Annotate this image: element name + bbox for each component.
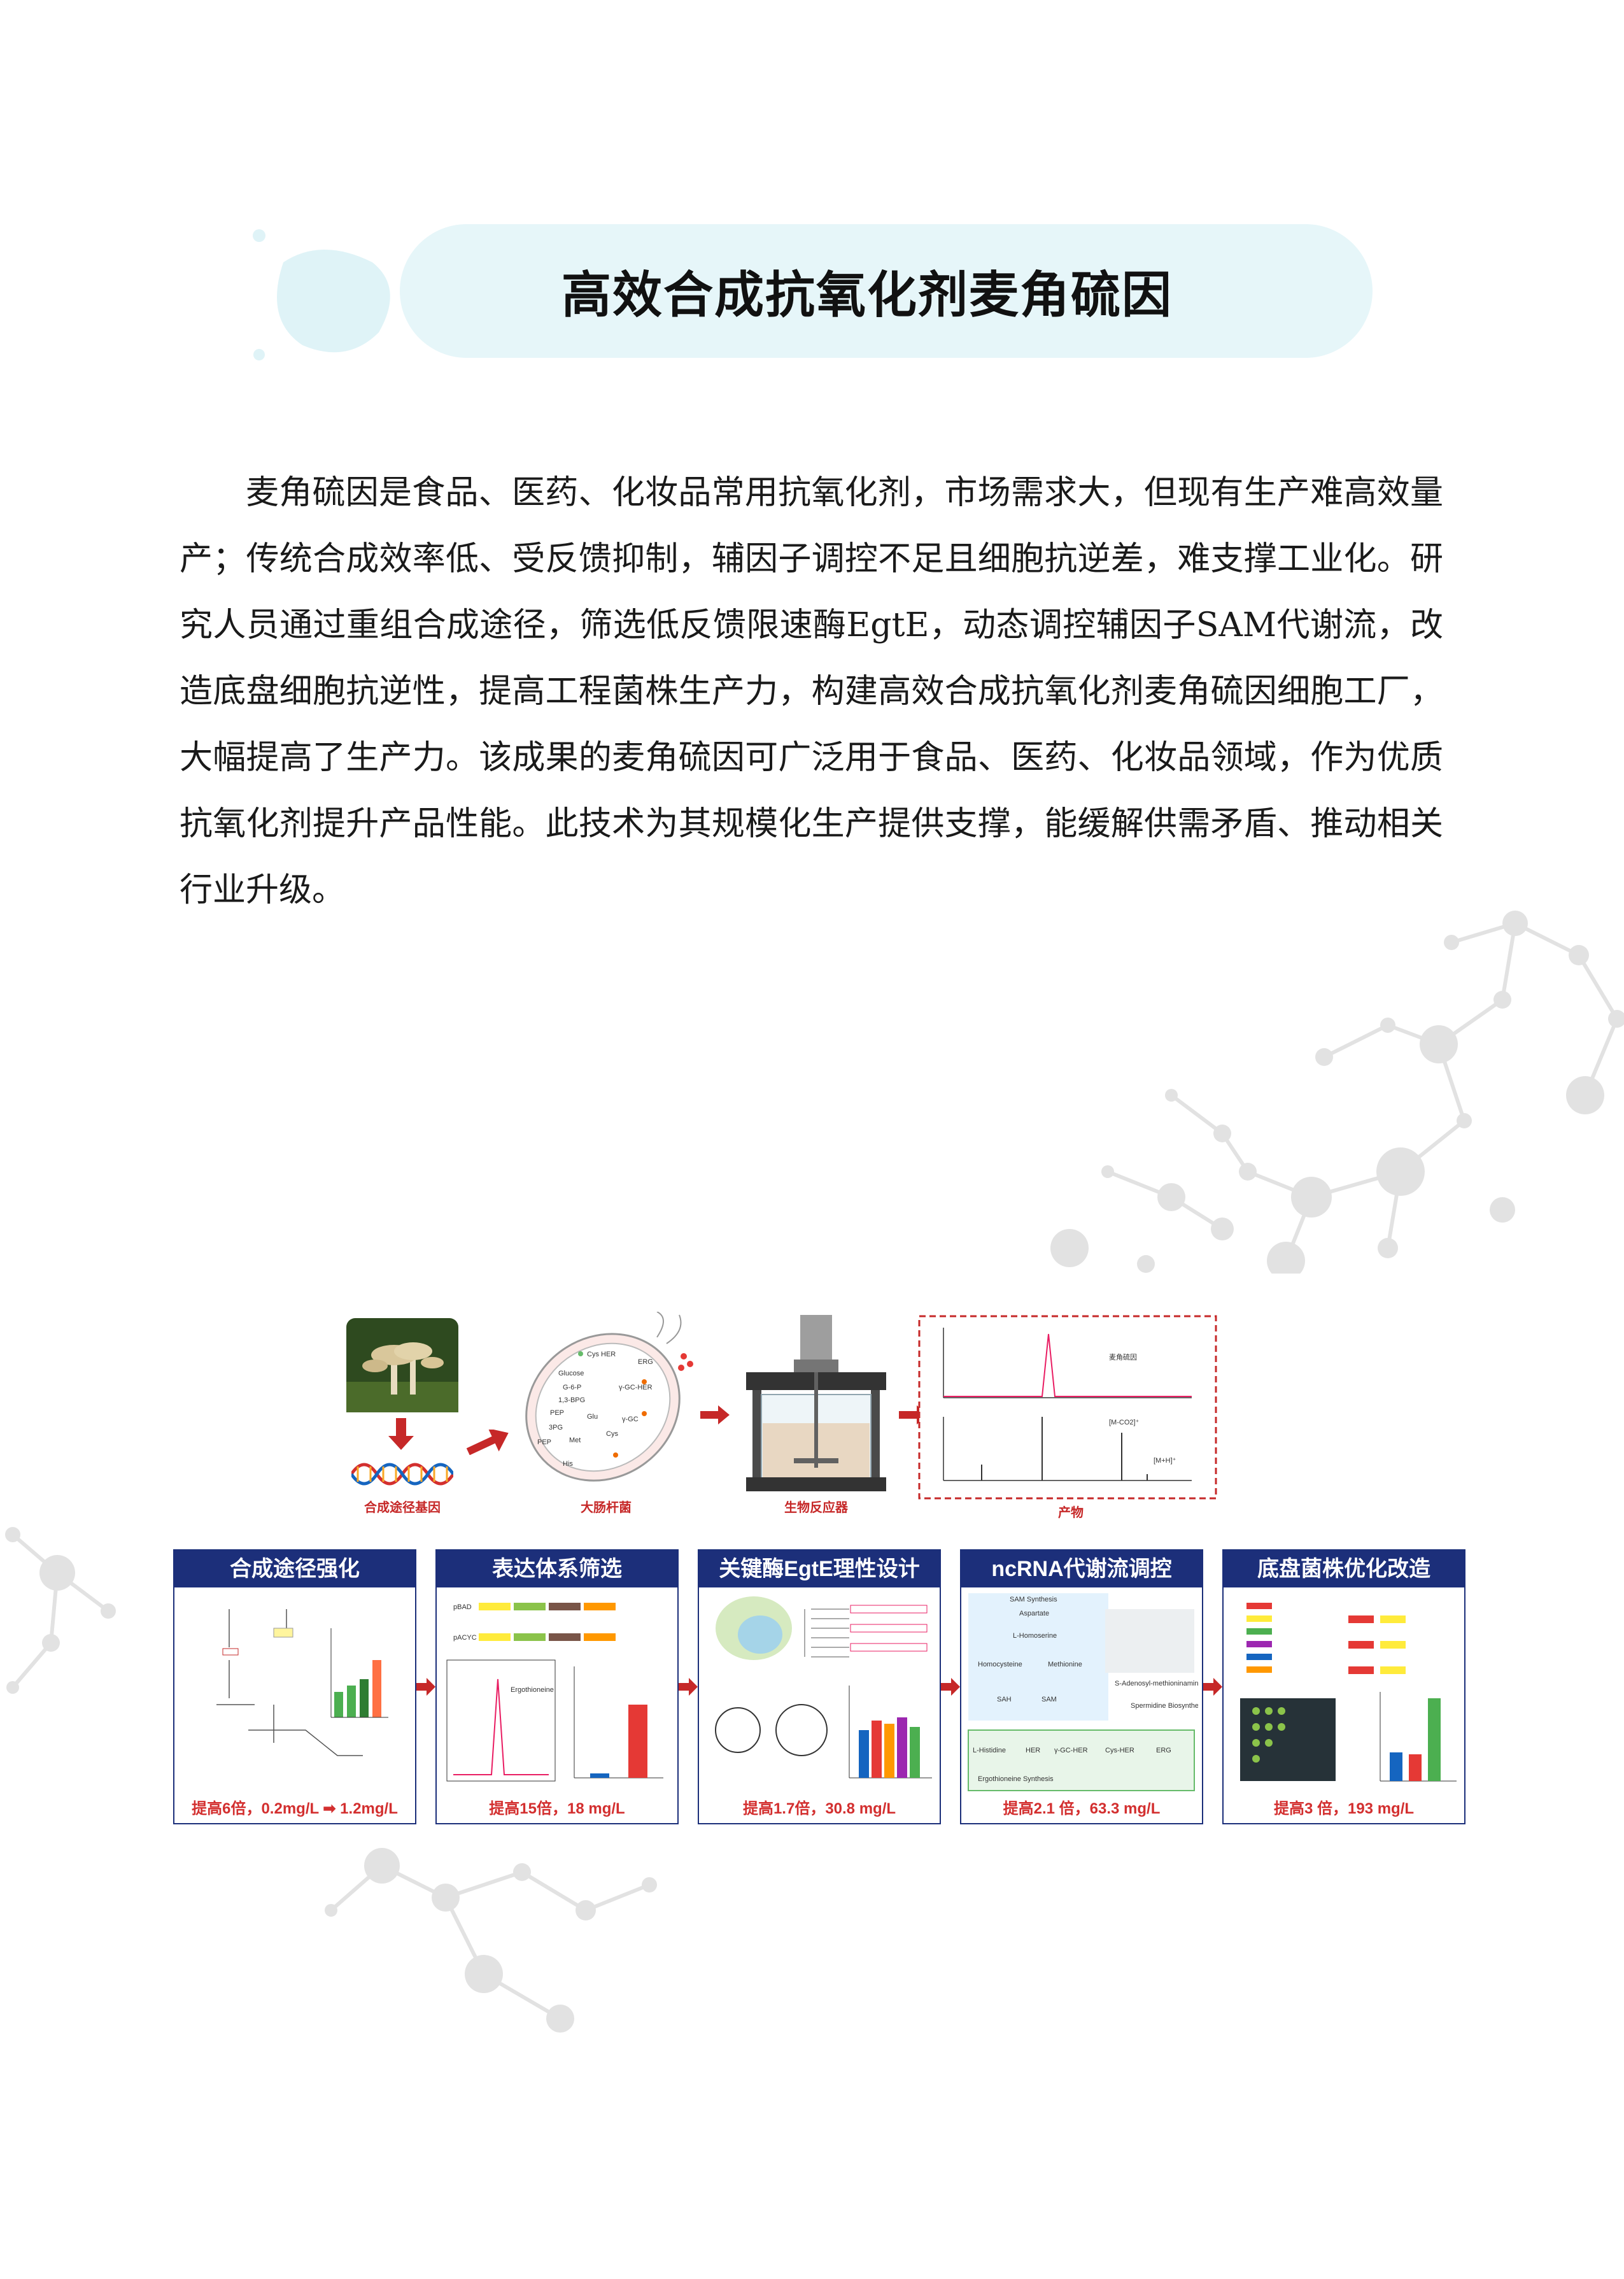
- arrow-right-icon: ➡: [323, 1800, 336, 1817]
- svg-text:Methionine: Methionine: [1048, 1661, 1082, 1668]
- expression-diagram: pBAD pACYC Ergothioneine: [446, 1603, 663, 1782]
- svg-text:3PG: 3PG: [549, 1424, 563, 1431]
- molecule-decoration: [1050, 911, 1624, 1274]
- ecoli-cell-diagram: Cys HER ERG γ-GC-HER Glu Met His γ-GC Gl…: [525, 1312, 693, 1482]
- svg-text:His: His: [563, 1460, 573, 1468]
- panel-title: 合成途径强化: [174, 1551, 415, 1587]
- panel-result: 提高15倍，18 mg/L: [489, 1800, 625, 1817]
- svg-text:γ-GC-HER: γ-GC-HER: [1054, 1747, 1088, 1754]
- panel-chassis-optimization: 底盘菌株优化改造 提高3 倍，193 mg/L: [1222, 1549, 1465, 1824]
- ncrna-diagram: SAM Synthesis Aspartate L-Homoserine Hom…: [968, 1593, 1198, 1791]
- svg-text:1,3-BPG: 1,3-BPG: [558, 1396, 585, 1404]
- stage-label-ecoli: 大肠杆菌: [581, 1501, 632, 1515]
- stage-label-gene: 合成途径基因: [364, 1501, 441, 1515]
- svg-text:γ-GC: γ-GC: [622, 1416, 639, 1423]
- svg-text:L-Histidine: L-Histidine: [973, 1747, 1006, 1754]
- banner-decoration: [253, 229, 390, 360]
- dna-image: [351, 1463, 453, 1486]
- svg-text:SAM Synthesis: SAM Synthesis: [1010, 1596, 1057, 1603]
- svg-text:ERG: ERG: [638, 1358, 653, 1366]
- panel-enzyme-design: 关键酶EgtE理性设计 提高1.7倍，30.8 mg/L: [698, 1549, 941, 1824]
- enzyme-diagram: [715, 1596, 932, 1778]
- svg-text:PEP: PEP: [537, 1438, 551, 1446]
- svg-text:Glu: Glu: [587, 1413, 598, 1421]
- mushroom-image: [346, 1318, 458, 1412]
- right-arrow: [416, 1678, 435, 1696]
- svg-text:pBAD: pBAD: [453, 1603, 472, 1611]
- molecule-decoration-bottom: [5, 1527, 657, 2033]
- stage-label-bioreactor: 生物反应器: [784, 1501, 848, 1515]
- svg-text:Met: Met: [569, 1437, 581, 1444]
- title-banner: 高效合成抗氧化剂麦角硫因: [400, 224, 1373, 358]
- svg-text:Cys-HER: Cys-HER: [1105, 1747, 1134, 1754]
- svg-text:L-Homoserine: L-Homoserine: [1013, 1632, 1057, 1640]
- svg-text:SAH: SAH: [997, 1696, 1012, 1703]
- panel-result: 提高1.7倍，30.8 mg/L: [742, 1800, 896, 1817]
- panel-result: 提高6倍，0.2mg/L ➡ 1.2mg/L: [192, 1800, 398, 1817]
- svg-text:SAM: SAM: [1041, 1696, 1057, 1703]
- panel-title: 底盘菌株优化改造: [1224, 1551, 1464, 1587]
- panel-title: 表达体系筛选: [437, 1551, 677, 1587]
- right-arrow: [941, 1678, 960, 1696]
- svg-text:Homocysteine: Homocysteine: [978, 1661, 1022, 1668]
- svg-text:HER: HER: [601, 1351, 616, 1358]
- svg-text:HER: HER: [1026, 1747, 1040, 1754]
- stage-label-product: 产物: [1058, 1506, 1084, 1520]
- panel-ncrna-regulation: ncRNA代谢流调控 SAM Synthesis Aspartate L-Hom…: [960, 1549, 1203, 1824]
- research-figure: 合成途径基因 Cys HER ERG γ-GC-HER Glu Met His …: [167, 1309, 1465, 1824]
- svg-text:Glucose: Glucose: [558, 1370, 584, 1377]
- panel-result: 提高3 倍，193 mg/L: [1273, 1800, 1415, 1817]
- right-arrow: [700, 1405, 730, 1424]
- svg-text:pACYC: pACYC: [453, 1634, 477, 1642]
- right-arrow: [679, 1678, 698, 1696]
- svg-text:PEP: PEP: [550, 1409, 564, 1417]
- right-arrow: [466, 1430, 509, 1455]
- svg-text:S-Adenosyl-methioninamine: S-Adenosyl-methioninamine: [1115, 1680, 1198, 1687]
- svg-text:Ergothioneine Synthesis: Ergothioneine Synthesis: [978, 1775, 1054, 1783]
- svg-text:ERG: ERG: [1156, 1747, 1171, 1754]
- svg-text:Aspartate: Aspartate: [1019, 1610, 1049, 1617]
- panel-title: ncRNA代谢流调控: [961, 1551, 1202, 1587]
- down-arrow: [388, 1418, 414, 1450]
- svg-text:Cys: Cys: [587, 1351, 599, 1358]
- svg-text:[M-CO2]⁺: [M-CO2]⁺: [1109, 1419, 1140, 1426]
- svg-text:麦角硫因: 麦角硫因: [1109, 1352, 1137, 1361]
- svg-text:Cys: Cys: [606, 1430, 618, 1438]
- body-paragraph: 麦角硫因是食品、医药、化妆品常用抗氧化剂，市场需求大，但现有生产难高效量产；传统…: [180, 474, 1443, 909]
- svg-text:[M+H]⁺: [M+H]⁺: [1154, 1457, 1176, 1465]
- product-analysis-chart: 麦角硫因 [M-CO2]⁺ [M+H]⁺: [918, 1315, 1217, 1500]
- panel-pathway-strengthening: 合成途径强化 提高6倍，0.2mg/L ➡ 1.2mg/L: [173, 1549, 416, 1824]
- chassis-diagram: [1240, 1603, 1457, 1782]
- panel-title: 关键酶EgtE理性设计: [699, 1551, 940, 1587]
- svg-text:G-6-P: G-6-P: [563, 1384, 581, 1391]
- pathway-diagram: [216, 1609, 388, 1756]
- svg-text:Spermidine Biosynthesis: Spermidine Biosynthesis: [1131, 1702, 1198, 1710]
- page-title: 高效合成抗氧化剂麦角硫因: [561, 266, 1173, 324]
- panel-result: 提高2.1 倍，63.3 mg/L: [1003, 1800, 1161, 1817]
- svg-text:γ-GC-HER: γ-GC-HER: [619, 1384, 653, 1391]
- bioreactor-image: [746, 1315, 886, 1491]
- panel-expression-screening: 表达体系筛选 pBAD pACYC Ergothioneine 提高15倍，18…: [435, 1549, 679, 1824]
- right-arrow: [1203, 1678, 1222, 1696]
- svg-text:Ergothioneine: Ergothioneine: [511, 1686, 554, 1694]
